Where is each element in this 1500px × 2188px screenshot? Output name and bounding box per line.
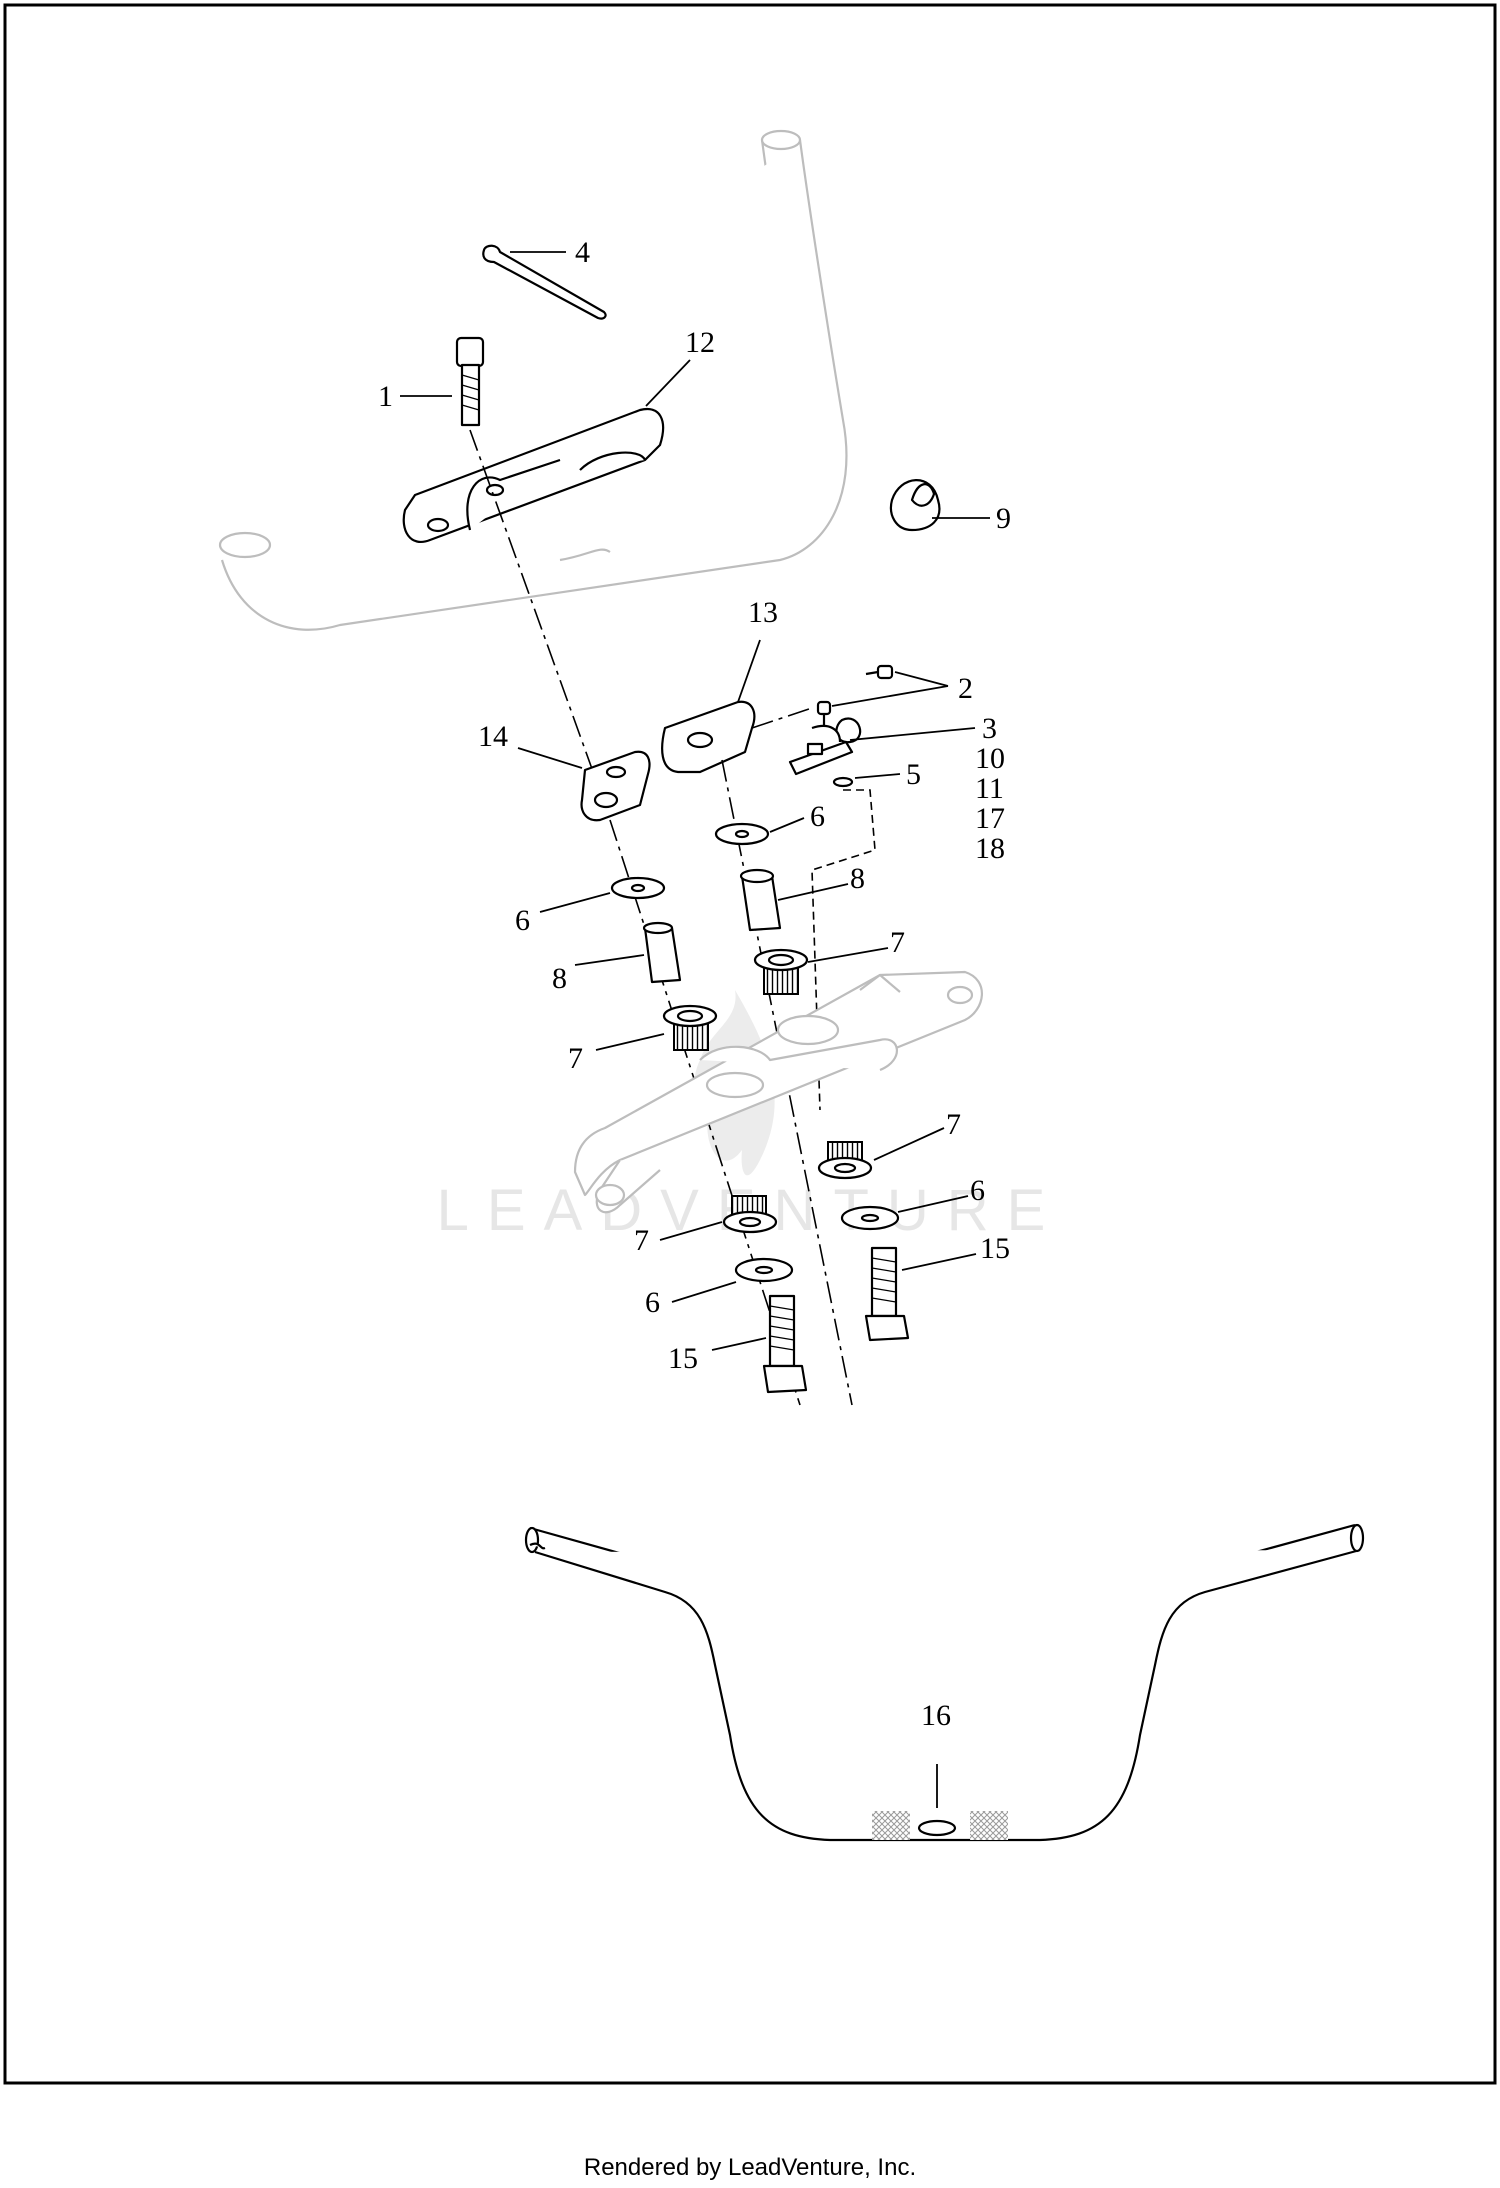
diagram-border: [3, 3, 1497, 2085]
part-4-cable-tie: [482, 244, 607, 320]
callout-7b: 7: [568, 1042, 583, 1075]
callout-12: 12: [685, 326, 715, 359]
part-8-spacer-right: [739, 868, 782, 932]
part-1-screw: [455, 336, 485, 427]
callout-14: 14: [478, 720, 508, 753]
callout-13: 13: [748, 596, 778, 629]
callout-10: 10: [975, 742, 1005, 775]
callout-15b: 15: [668, 1342, 698, 1375]
part-2-screws: [816, 664, 894, 730]
callout-9: 9: [996, 502, 1011, 535]
callout-17: 17: [975, 802, 1005, 835]
callout-6d: 6: [645, 1286, 660, 1319]
part-7-bushing-left-upper: [662, 1004, 718, 1051]
callout-5: 5: [906, 758, 921, 791]
part-6-washer-left-lower: [734, 1257, 794, 1283]
callout-16: 16: [921, 1699, 951, 1732]
part-7-bushing-left-lower: [722, 1195, 778, 1234]
part-7-bushing-right-upper: [753, 948, 809, 995]
callout-6a: 6: [810, 800, 825, 833]
part-9-clip: [889, 479, 941, 532]
callout-7c: 7: [946, 1108, 961, 1141]
part-12-handlebar-clamp: [402, 407, 665, 543]
ghost-upper-bracket: [573, 970, 983, 1214]
part-8-spacer-left: [642, 921, 682, 984]
footer-credit: Rendered by LeadVenture, Inc.: [583, 2154, 917, 2181]
callout-7d: 7: [634, 1224, 649, 1257]
callout-1: 1: [378, 380, 393, 413]
callout-3: 3: [982, 712, 997, 745]
part-3-switch-bracket: [788, 717, 862, 776]
callout-18: 18: [975, 832, 1005, 865]
callout-7a: 7: [890, 926, 905, 959]
part-6-washer-right-upper: [714, 822, 770, 846]
part-13-riser: [661, 700, 756, 774]
part-7-bushing-right-lower: [817, 1141, 873, 1180]
part-16-handlebar: [524, 1523, 1365, 1842]
callout-6b: 6: [515, 904, 530, 937]
callout-4: 4: [575, 236, 590, 269]
part-6-washer-left-upper: [610, 876, 666, 900]
part-6-washer-right-lower: [840, 1205, 900, 1231]
part-15-bolt-left: [762, 1294, 808, 1394]
callout-8a: 8: [850, 862, 865, 895]
part-15-bolt-right: [864, 1246, 910, 1342]
part-5-washer: [832, 776, 854, 788]
callout-11: 11: [975, 772, 1004, 805]
ghost-handlebar: [218, 129, 848, 631]
callout-6c: 6: [970, 1174, 985, 1207]
part-14-riser: [580, 750, 651, 822]
callout-8b: 8: [552, 962, 567, 995]
callout-15a: 15: [980, 1232, 1010, 1265]
callout-2: 2: [958, 672, 973, 705]
